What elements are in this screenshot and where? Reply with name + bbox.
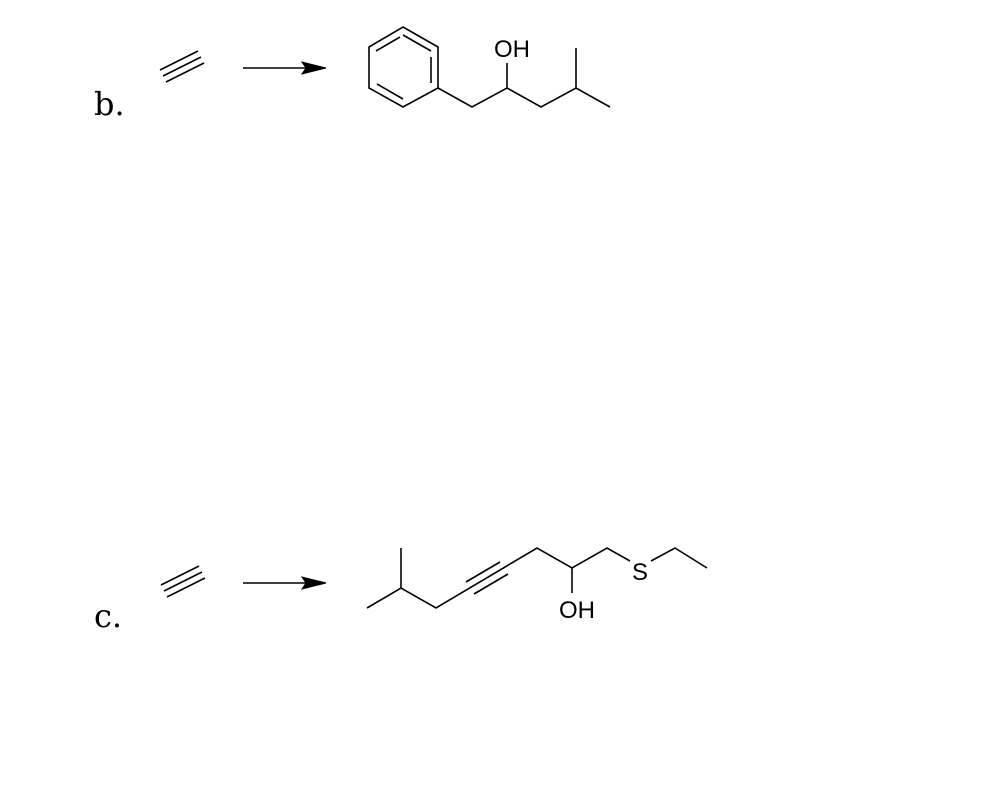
problem-b-product-structure: OH — [368, 26, 611, 108]
benzene-ring — [368, 26, 439, 108]
problem-b-reaction-arrow-icon — [243, 61, 327, 75]
problem-c-label: c. — [94, 597, 123, 635]
problem-b-reactant-acetylene — [159, 50, 205, 83]
ethyl-group — [650, 547, 708, 569]
alkyl-chain — [437, 87, 611, 108]
hydroxyl-label: OH — [494, 36, 530, 63]
problem-c-reaction-arrow-icon — [243, 576, 327, 590]
problem-c-product-structure: OH S — [366, 547, 708, 624]
hydroxyl-label: OH — [559, 597, 595, 624]
problem-b-label: b. — [94, 85, 125, 123]
problem-c-reactant-acetylene — [160, 565, 206, 598]
sulfur-label: S — [632, 559, 648, 586]
